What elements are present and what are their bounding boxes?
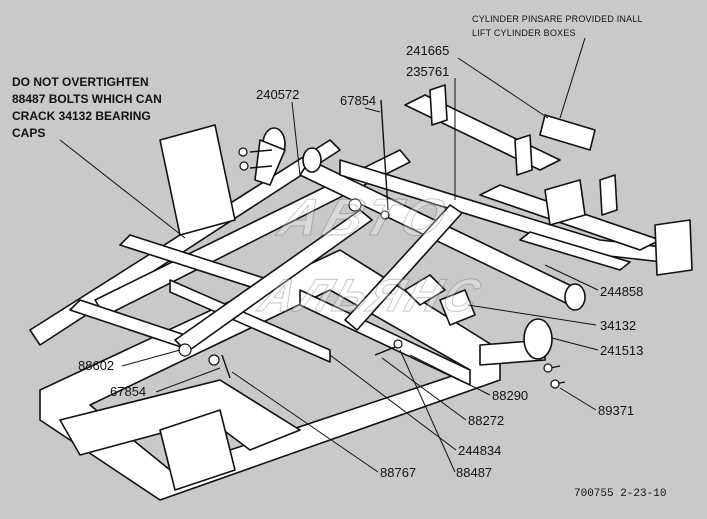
- leader-88487: [399, 349, 456, 473]
- leader-241665: [457, 57, 549, 119]
- bearing-cap-upper: [404, 274, 446, 306]
- part-label-89371: 89371: [598, 403, 635, 418]
- part-label-88290: 88290: [492, 388, 529, 403]
- part-label-88272: 88272: [468, 413, 505, 428]
- leader-244858: [544, 264, 599, 291]
- leader-88290: [409, 354, 491, 396]
- part-label-235761: 235761: [406, 64, 450, 79]
- bearing-cap-lower: [439, 289, 476, 326]
- leader-left-note: [59, 139, 186, 239]
- part-label-241665: 241665: [406, 43, 450, 58]
- part-label-241513: 241513: [600, 343, 644, 358]
- part-label-244834: 244834: [458, 443, 502, 458]
- lift-cylinder: [539, 114, 596, 151]
- leader-cylinder-note: [559, 37, 586, 119]
- cylinder-pins-note-line-1: CYLINDER PINSARE PROVIDED INALL: [472, 14, 643, 24]
- leader-89371: [559, 387, 597, 411]
- leader-240572: [291, 101, 301, 176]
- leader-88767: [231, 371, 379, 473]
- leader-67854-top: [364, 107, 381, 113]
- part-label-34132: 34132: [600, 318, 637, 333]
- top-right-member-a: [404, 94, 561, 171]
- leader-241513: [551, 337, 599, 351]
- top-right-member-c: [519, 231, 631, 271]
- hitch-bracket: [159, 409, 236, 491]
- lift-link-right: [344, 204, 463, 331]
- part-label-67854-top: 67854: [340, 93, 377, 108]
- part-label-240572: 240572: [256, 87, 300, 102]
- lower-left-arm: [59, 379, 301, 456]
- leader-34132: [467, 304, 597, 326]
- leader-88272: [381, 357, 467, 421]
- part-label-88602: 88602: [78, 358, 115, 373]
- cylinder-pins-note: CYLINDER PINSARE PROVIDED INALL LIFT CYL…: [472, 12, 643, 40]
- part-label-244858: 244858: [600, 284, 644, 299]
- cylinder-pins-note-line-2: LIFT CYLINDER BOXES: [472, 28, 576, 38]
- leader-67854-left: [155, 367, 221, 393]
- overtighten-note-line-2: 88487 BOLTS WHICH CAN: [12, 92, 162, 106]
- overtighten-warning-note: DO NOT OVERTIGHTEN 88487 BOLTS WHICH CAN…: [12, 74, 162, 142]
- part-label-88487: 88487: [456, 465, 493, 480]
- part-label-88767: 88767: [380, 465, 417, 480]
- overtighten-note-line-4: CAPS: [12, 126, 46, 140]
- left-mount-plate: [159, 124, 236, 236]
- drawing-id: 700755 2-23-10: [574, 488, 667, 500]
- leader-88602: [121, 349, 181, 367]
- watermark-line-2: АЛЬЯНС: [253, 269, 491, 322]
- leader-244834: [329, 354, 457, 451]
- overtighten-note-line-3: CRACK 34132 BEARING: [12, 109, 151, 123]
- cross-member-4: [169, 279, 331, 363]
- part-label-67854-left: 67854: [110, 384, 147, 399]
- watermark-line-1: АВТО: [272, 189, 459, 248]
- overtighten-note-line-1: DO NOT OVERTIGHTEN: [12, 75, 149, 89]
